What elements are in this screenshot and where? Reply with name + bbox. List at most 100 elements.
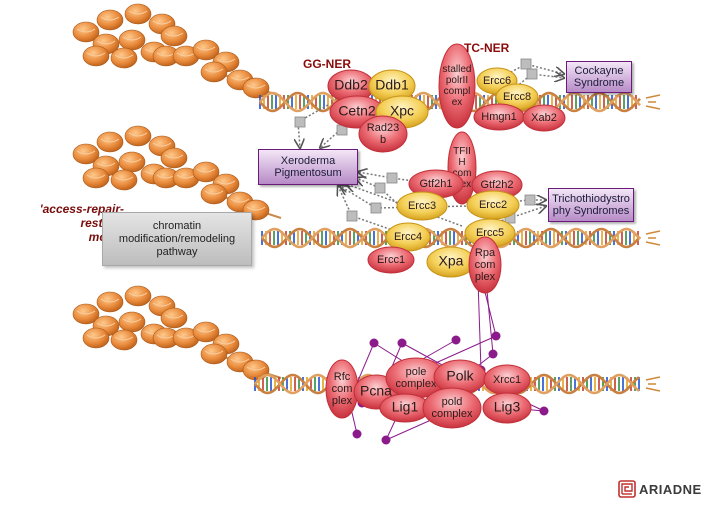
nucleosome-wrap [246,366,266,371]
relation-square [524,194,536,206]
protein-label: Xpc [390,103,414,119]
nucleosome-wrap [86,52,106,57]
protein-label: Rpa [475,247,496,259]
protein-label: plex [475,271,496,283]
nucleosome-wrap [96,40,116,45]
nucleosome-wrap [96,322,116,327]
protein-label: compl [444,86,471,97]
protein-label: Xpa [439,253,464,269]
nucleosome-wrap [96,162,116,167]
protein-xrcc1[interactable]: Xrcc1 [483,364,531,396]
xeroderma-line1: Xeroderma [280,155,336,167]
protein-label: Lig3 [494,399,521,415]
nucleosome-wrap [176,334,196,339]
protein-label: Xab2 [531,112,557,124]
nucleosome-wrap [216,180,236,185]
protein-gtf2h1[interactable]: Gtf2h1 [408,169,464,199]
protein-shape [438,43,476,129]
protein-label: Ercc6 [483,75,511,87]
nucleosome-wrap [128,132,148,137]
edge-ercc4-xp [338,186,399,233]
protein-label: Hmgn1 [481,111,516,123]
protein-hmgn1[interactable]: Hmgn1 [473,103,525,131]
chromatin-layer [72,3,282,381]
protein-label: ex [452,97,463,108]
protein-label: Xrcc1 [493,374,521,386]
xeroderma-pigmentosum-box[interactable]: Xeroderma Pigmentosum [258,149,358,185]
protein-label: complex [432,408,473,420]
interaction-link [477,279,482,371]
nucleosome-wrap [76,310,96,315]
protein-xpa[interactable]: Xpa [426,246,476,278]
nucleosome-wrap [164,314,184,319]
pathway-line1: chromatin [152,219,202,232]
protein-ercc2[interactable]: Ercc2 [466,190,520,220]
protein-shape [358,115,408,153]
nucleosome-wrap [122,36,142,41]
relation-square [294,116,306,128]
nucleosome-wrap [204,68,224,73]
protein-label: Rad23 [367,122,399,134]
nucleosome-wrap [176,174,196,179]
nucleosome-wrap [76,28,96,33]
nucleosome-wrap [230,198,250,203]
interaction-node [369,338,379,348]
nucleosome-wrap [100,298,120,303]
protein-label: b [380,134,386,146]
relation-square [526,68,538,80]
protein-label: polrII [446,75,468,86]
interaction-node [451,335,461,345]
dna-end [645,230,661,246]
protein-xab2[interactable]: Xab2 [522,104,566,132]
protein-ercc4[interactable]: Ercc4 [385,222,431,252]
protein-shape [522,104,566,132]
nucleosome-wrap [86,334,106,339]
relation-square [346,210,358,222]
protein-ercc1[interactable]: Ercc1 [367,246,415,274]
cockayne-line2: Syndrome [573,77,625,89]
relation-square [520,58,532,70]
protein-ddb1[interactable]: Ddb1 [368,69,416,103]
chromatin-remodeling-pathway-box[interactable]: chromatin modification/remodeling pathwa… [102,212,252,266]
nucleosome-wrap [230,358,250,363]
protein-label: Ercc8 [503,91,531,103]
protein-label: pole [406,366,427,378]
dna-helix-2 [261,227,661,249]
protein-label: stalled [443,64,472,75]
protein-ddb2[interactable]: Ddb2 [327,69,375,103]
trichothiodystrophy-line2: phy Syndromes [552,205,630,217]
protein-label: Ercc4 [394,231,422,243]
cockayne-line1: Cockayne [574,65,624,77]
nucleosome-wrap [164,32,184,37]
interaction-node [381,435,391,445]
nucleosome-wrap [122,318,142,323]
protein-label: Cetn2 [338,103,376,119]
protein-label: Ercc2 [479,199,507,211]
nucleosome-wrap [176,52,196,57]
interaction-node [397,338,407,348]
nucleosome-wrap [152,142,172,147]
trichothiodystrophy-box[interactable]: Trichothiodystro phy Syndromes [548,188,634,222]
ariadne-logo-text: ARIADNE [639,481,702,497]
nucleosome-wrap [86,174,106,179]
cockayne-syndrome-box[interactable]: Cockayne Syndrome [566,61,632,93]
protein-label: Polk [446,368,474,384]
nucleosome-wrap [204,350,224,355]
xeroderma-line2: Pigmentosum [274,167,342,179]
chromatin-fiber-2 [72,125,282,221]
chromatin-fiber-3 [72,285,282,381]
protein-label: Gtf2h1 [419,178,452,190]
nucleosome-wrap [204,190,224,195]
protein-lig3[interactable]: Lig3 [482,392,532,424]
nucleosome-wrap [196,168,216,173]
protein-ercc3[interactable]: Ercc3 [396,191,448,221]
nucleosome-wrap [196,328,216,333]
protein-label: TFII [453,146,471,157]
